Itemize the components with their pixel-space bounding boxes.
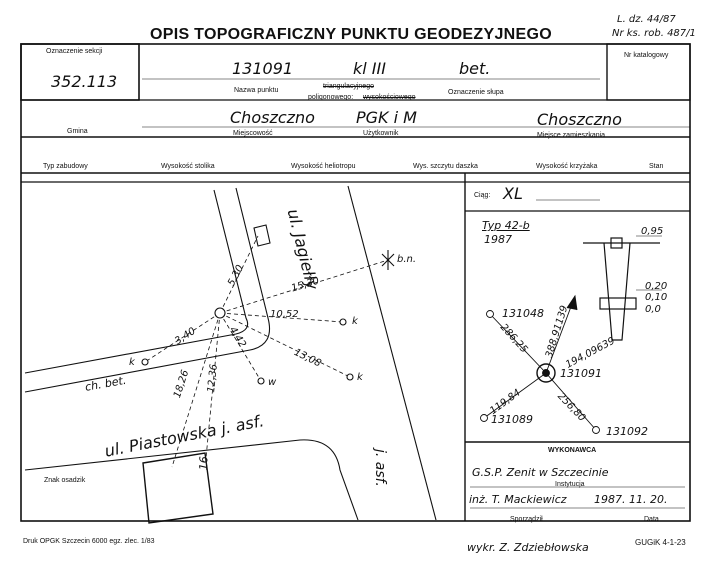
execution-date: 1987. 11. 20. [594, 493, 668, 506]
marker-year: 1987 [484, 233, 512, 246]
point-name-value: 131091 [232, 59, 294, 78]
polygon-label: poligonowego: [308, 94, 354, 101]
form-code: GUGiK 4-1-23 [635, 538, 686, 547]
depth-010: 0,10 [645, 292, 668, 303]
col-wys-krzyzaka: Wysokość krzyżaka [536, 163, 598, 170]
triangulation-label: triangulacyjnego [323, 83, 374, 90]
post-label: Oznaczenie słupa [448, 89, 504, 96]
point-131091-center: 131091 [560, 367, 602, 380]
point-131089: 131089 [491, 413, 533, 426]
institution-label: Instytucja [555, 481, 585, 488]
k-label-east: k [352, 316, 358, 327]
locality-value: Choszczno [230, 108, 315, 127]
w-label: w [268, 377, 277, 388]
residence-value: Choszczno [537, 110, 622, 129]
owner-label: Użytkownik [363, 130, 399, 137]
date-label: Data [644, 516, 659, 523]
depth-00: 0,0 [645, 304, 661, 315]
road-asf-label: j. asf. [372, 449, 388, 487]
section-label: Oznaczenie sekcji [46, 48, 103, 55]
author-name: inż. T. Mackiewicz [469, 493, 567, 506]
height-label: wysokościowego [363, 94, 416, 101]
point-131092: 131092 [606, 425, 648, 438]
executor-header: WYKONAWCA [548, 447, 597, 454]
catalog-label: Nr katalogowy [624, 52, 669, 59]
depth-095: 0,95 [641, 226, 664, 237]
section-value: 352.113 [51, 72, 118, 91]
col-wys-heliotropu: Wysokość heliotropu [291, 163, 356, 170]
miejscowosc-label: Miejscowość [233, 130, 273, 137]
gmina-label: Gmina [67, 128, 88, 135]
owner-value: PGK i M [356, 108, 417, 127]
k-label-west: k [129, 357, 135, 368]
page-title: OPIS TOPOGRAFICZNY PUNKTU GEODEZYJNEGO [150, 26, 552, 43]
point-131048: 131048 [502, 307, 544, 320]
depth-020: 0,20 [645, 281, 668, 292]
point-class-value: kl III [353, 59, 386, 78]
reference-ldz: L. dz. 44/87 [617, 14, 676, 25]
col-stan: Stan [649, 163, 664, 170]
author-label: Sporządził [510, 516, 543, 523]
col-wys-daszka: Wys. szczytu daszka [413, 163, 478, 170]
col-typ-zabudowy: Typ zabudowy [43, 163, 88, 170]
post-value: bet. [459, 59, 491, 78]
ciag-value: XL [503, 184, 523, 203]
ciag-label: Ciąg: [474, 192, 491, 199]
col-wys-stolika: Wysokość stolika [161, 163, 215, 170]
print-info: Druk OPGK Szczecin 6000 egz. zlec. 1/83 [23, 538, 155, 545]
drawn-by: wykr. Z. Zdziebłowska [467, 541, 589, 554]
point-name-label: Nazwa punktu [234, 87, 279, 94]
dist-1052: 10,52 [270, 309, 299, 320]
k-label-southeast: k [357, 372, 363, 383]
executor-company: G.S.P. Zenit w Szczecinie [472, 466, 609, 479]
marker-type: Typ 42-b [482, 219, 530, 232]
bn-label: b.n. [397, 254, 417, 265]
marker-type-label: Znak osadzik [44, 477, 86, 484]
building-dim-16: 16 [197, 456, 211, 471]
reference-nr: Nr ks. rob. 487/1 [612, 28, 696, 39]
residence-label: Miejsce zamieszkania [537, 132, 606, 139]
